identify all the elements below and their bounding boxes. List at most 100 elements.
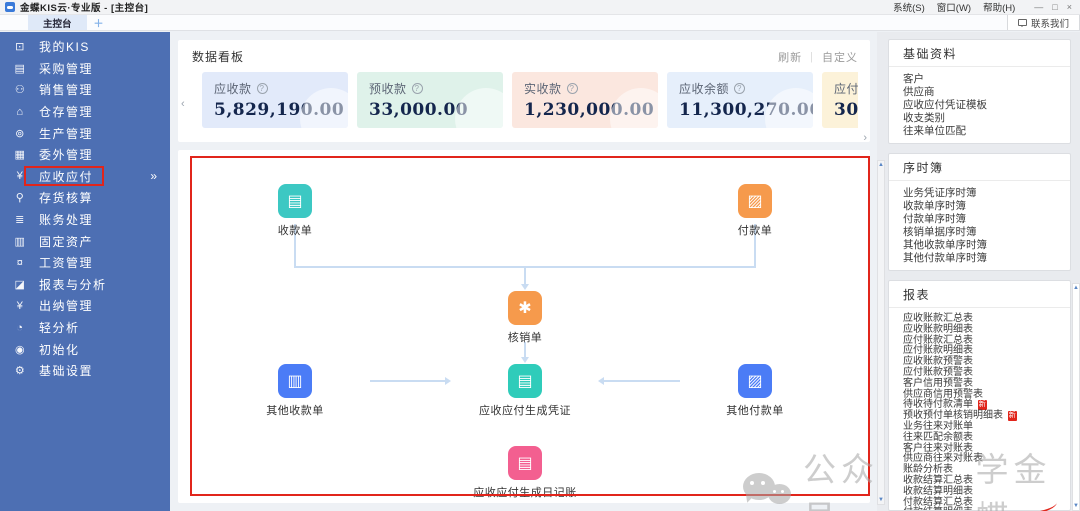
sidebar-item[interactable]: ⌂ 仓存管理: [0, 101, 170, 123]
menu-bar: 系统(S) 窗口(W) 帮助(H): [893, 0, 1015, 14]
close-button[interactable]: ×: [1066, 2, 1072, 12]
new-tab-button[interactable]: ＋: [87, 15, 111, 30]
scroll-up-icon[interactable]: ▲: [878, 162, 884, 168]
node-generate-voucher[interactable]: ▤ 应收应付生成凭证: [465, 364, 585, 418]
panel-link[interactable]: 其他付款单序时簿: [903, 252, 1070, 265]
carousel-prev-icon[interactable]: ‹: [181, 98, 185, 110]
panel-link[interactable]: 往来匹配余额表: [903, 432, 1070, 444]
panel-link[interactable]: 待收待付款清单 新: [903, 399, 1070, 411]
panel-link[interactable]: 客户信用预警表: [903, 378, 1070, 390]
panel-link[interactable]: 付款单序时簿: [903, 213, 1070, 226]
panel-link[interactable]: 业务凭证序时簿: [903, 187, 1070, 200]
title-bar: 金蝶KIS云·专业版 - [主控台] 系统(S) 窗口(W) 帮助(H) — □…: [0, 0, 1080, 15]
menu-system[interactable]: 系统(S): [893, 3, 925, 14]
panel-link[interactable]: 业务往来对账单: [903, 421, 1070, 433]
sidebar-item-label: 轻分析: [39, 321, 80, 336]
node-receipt-bill[interactable]: ▤ 收款单: [235, 184, 355, 238]
panel-link[interactable]: 供应商: [903, 86, 1070, 99]
node-generate-journal[interactable]: ▤ 应收应付生成日记账: [465, 446, 585, 500]
maximize-button[interactable]: □: [1052, 2, 1058, 12]
carousel-next-icon[interactable]: ›: [863, 132, 867, 144]
info-icon[interactable]: ?: [411, 83, 423, 94]
scrollbar-reports[interactable]: ▲ ▼: [1072, 283, 1080, 511]
sidebar-item[interactable]: ¤ 工资管理: [0, 252, 170, 274]
panel-link[interactable]: 应收账款明细表: [903, 324, 1070, 336]
metric-card: 实收款 ? 1,230,000.00: [512, 72, 658, 128]
menu-window[interactable]: 窗口(W): [936, 3, 972, 14]
panel-link[interactable]: 收款单序时簿: [903, 200, 1070, 213]
panel-link[interactable]: 收款结算明细表: [903, 486, 1070, 498]
node-writeoff-bill[interactable]: ✱ 核销单: [465, 291, 585, 345]
card-value: 5,829,190.00: [214, 100, 345, 120]
expand-arrow-icon: »: [150, 169, 157, 184]
sidebar-item[interactable]: ¥ 应收应付 »: [0, 165, 170, 188]
monitor-icon: ⊡: [15, 41, 26, 54]
panel-link[interactable]: 账龄分析表: [903, 464, 1070, 476]
connector-line: [524, 267, 526, 285]
panel-link-label: 待收待付款清单: [903, 399, 973, 411]
scroll-down-icon[interactable]: ▼: [878, 497, 884, 503]
panel-link[interactable]: 收支类别: [903, 112, 1070, 125]
customize-button[interactable]: 自定义: [822, 51, 858, 64]
panel-link[interactable]: 供应商信用预警表: [903, 389, 1070, 401]
scroll-up-icon[interactable]: ▲: [1073, 285, 1079, 291]
sidebar-item[interactable]: ⚲ 存货核算: [0, 187, 170, 209]
panel-link[interactable]: 预收预付单核销明细表 新: [903, 410, 1070, 422]
sidebar-item-label: 账务处理: [39, 213, 94, 228]
panel-link[interactable]: 付款结算汇总表: [903, 497, 1070, 509]
panel-link[interactable]: 其他收款单序时簿: [903, 239, 1070, 252]
node-other-receipt-bill[interactable]: ▥ 其他收款单: [235, 364, 355, 418]
node-other-payment-bill[interactable]: ▨ 其他付款单: [695, 364, 815, 418]
sidebar-item[interactable]: ⚇ 销售管理: [0, 79, 170, 101]
panel-link[interactable]: 客户: [903, 73, 1070, 86]
panel-link[interactable]: 核销单据序时簿: [903, 226, 1070, 239]
tab-main-console[interactable]: 主控台: [28, 15, 87, 30]
panel-link[interactable]: 应付账款明细表: [903, 345, 1070, 357]
scroll-down-icon[interactable]: ▼: [1073, 503, 1079, 509]
panel-link-label: 付款单序时簿: [903, 213, 966, 225]
refresh-button[interactable]: 刷新: [778, 51, 803, 64]
sidebar-item[interactable]: ◉ 初始化: [0, 338, 170, 360]
sidebar-item[interactable]: ¥ 出纳管理: [0, 295, 170, 317]
sidebar-item[interactable]: ◪ 报表与分析: [0, 274, 170, 296]
card-label: 应付余额: [834, 82, 858, 96]
menu-help[interactable]: 帮助(H): [983, 3, 1016, 14]
panel-link[interactable]: 供应商往来对账表: [903, 453, 1070, 465]
connector-line: [370, 380, 446, 382]
sidebar-item[interactable]: ⊚ 生产管理: [0, 122, 170, 144]
node-payment-bill[interactable]: ▨ 付款单: [695, 184, 815, 238]
panel-link-label: 付款结算明细表: [903, 507, 973, 510]
arrow-left-icon: [598, 377, 604, 385]
minimize-button[interactable]: —: [1034, 2, 1044, 12]
metric-card: 应付余额 ? 30,4: [822, 72, 858, 128]
metric-card: 应收余额 ? 11,300,270.06: [667, 72, 813, 128]
panel-link[interactable]: 应收账款汇总表: [903, 313, 1070, 325]
sidebar-item[interactable]: ◔ 轻分析: [0, 317, 170, 339]
panel-link[interactable]: 客户往来对账表: [903, 443, 1070, 455]
scrollbar-middle[interactable]: ▲ ▼: [877, 160, 885, 505]
bookkeeping-icon: ≣: [15, 214, 26, 227]
payment-doc-icon: ▨: [738, 184, 772, 218]
panel-link-label: 其他付款单序时簿: [903, 252, 987, 264]
sidebar-item[interactable]: ⚙ 基础设置: [0, 360, 170, 382]
sidebar-item[interactable]: ▦ 委外管理: [0, 144, 170, 166]
sidebar-item[interactable]: ▤ 采购管理: [0, 58, 170, 80]
panel-link[interactable]: 应收账款预警表: [903, 356, 1070, 368]
sidebar-item[interactable]: ▥ 固定资产: [0, 230, 170, 252]
info-icon[interactable]: ?: [734, 83, 746, 94]
contact-us-button[interactable]: 联系我们: [1006, 15, 1080, 30]
panel-link[interactable]: 付款结算明细表: [903, 507, 1070, 510]
panel-link[interactable]: 收款结算汇总表: [903, 475, 1070, 487]
panel-link[interactable]: 应付账款预警表: [903, 367, 1070, 379]
panel-link-label: 账龄分析表: [903, 464, 953, 476]
info-icon[interactable]: ?: [256, 83, 268, 94]
panel-link[interactable]: 应付账款汇总表: [903, 335, 1070, 347]
other-receipt-doc-icon: ▥: [278, 364, 312, 398]
sidebar-item[interactable]: ≣ 账务处理: [0, 209, 170, 231]
panel-link[interactable]: 往来单位匹配: [903, 125, 1070, 138]
card-value: 30,4: [834, 100, 858, 120]
panel-link[interactable]: 应收应付凭证模板: [903, 99, 1070, 112]
info-icon[interactable]: ?: [566, 83, 578, 94]
chat-icon: [1017, 19, 1027, 27]
sidebar-item[interactable]: ⊡ 我的KIS: [0, 36, 170, 58]
